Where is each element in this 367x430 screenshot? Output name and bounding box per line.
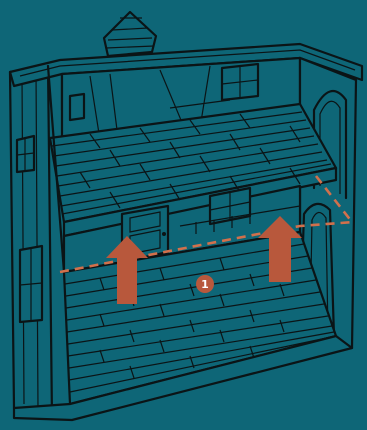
left-side-wall: [10, 66, 52, 418]
chimney: [104, 12, 156, 56]
step-number: 1: [201, 278, 209, 291]
step-badge: 1: [196, 275, 214, 293]
